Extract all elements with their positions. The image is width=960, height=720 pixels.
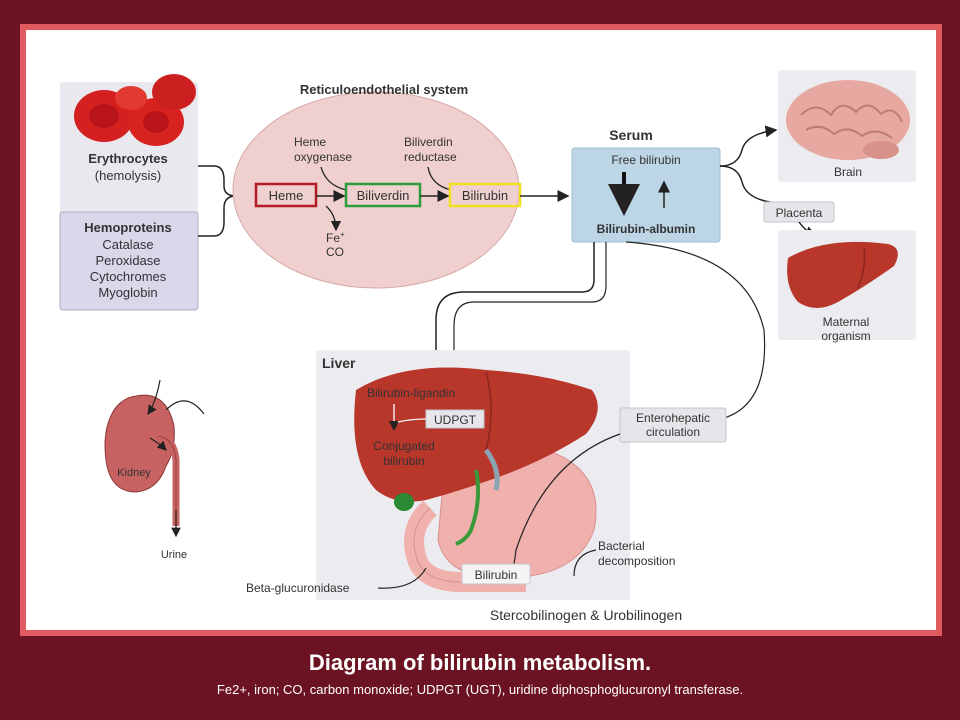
heme-oxygenase-curve [320, 166, 347, 191]
bilirubin-diagram: 9 Erythrocytes (hemolysis) Hemoproteins … [59, 70, 916, 623]
erythrocytes-panel: Erythrocytes (hemolysis) [60, 74, 198, 224]
conjugated-label: bilirubin [383, 454, 424, 468]
bilirubin-albumin-label: Bilirubin-albumin [597, 222, 696, 236]
heme-label: Heme [269, 188, 304, 203]
brain-label: Brain [834, 165, 862, 179]
fe-co-arrow [325, 205, 342, 232]
slide-title: Diagram of bilirubin metabolism. [308, 650, 652, 675]
serum-to-brain-arrow [719, 125, 778, 167]
bacterial-label: Bacterial [598, 539, 645, 553]
bilirubin-ligandin-label: Bilirubin-ligandin [367, 386, 455, 400]
enterohepatic-box [619, 407, 727, 443]
bilirubin-label: Bilirubin [462, 188, 508, 203]
urine-label: Urine [161, 549, 187, 561]
slide-caption: Fe2+, iron; CO, carbon monoxide; UDPGT (… [216, 682, 744, 697]
beta-glucuronidase-connector [377, 567, 427, 589]
serum-to-liver-arrow-2 [449, 242, 607, 380]
co-label: CO [326, 245, 344, 259]
kidney-label: Kidney [117, 467, 151, 479]
maternal-label: Maternal [823, 315, 870, 329]
liver-title: Liver [322, 355, 356, 371]
serum-box [571, 147, 721, 243]
slide-frame: 9 Erythrocytes (hemolysis) Hemoproteins … [20, 24, 942, 636]
res-title: Reticuloendothelial system [300, 82, 468, 97]
hemoprotein-item: Myoglobin [98, 285, 157, 300]
hemoprotein-item: Cytochromes [90, 269, 167, 284]
heme-oxygenase-label: Heme [294, 135, 326, 149]
kidney-icon [104, 394, 180, 526]
kidney-curve [165, 400, 205, 415]
heme-box [254, 182, 318, 208]
erythrocytes-connector [198, 165, 256, 202]
hemoprotein-item: Peroxidase [95, 253, 160, 268]
bacterial-label: decomposition [598, 554, 675, 568]
enterohepatic-loop [625, 241, 766, 421]
enterohepatic-label: Enterohepatic [636, 411, 710, 425]
hemoproteins-connector [198, 195, 237, 237]
biliverdin-reductase-label: reductase [404, 150, 457, 164]
bacterial-connector [573, 549, 597, 577]
slide-canvas: 9 Erythrocytes (hemolysis) Hemoproteins … [26, 30, 936, 630]
biliverdin-label: Biliverdin [357, 188, 410, 203]
free-bilirubin-label: Free bilirubin [611, 153, 680, 167]
hemoproteins-title: Hemoproteins [84, 220, 171, 235]
hemoproteins-panel: Hemoproteins Catalase Peroxidase Cytochr… [59, 211, 199, 311]
conjugated-label: Conjugated [373, 439, 434, 453]
hemoprotein-item: Catalase [102, 237, 153, 252]
gut-bilirubin-box [461, 563, 531, 585]
red-blood-cells-icon [74, 74, 196, 146]
liver-stomach-icon [354, 367, 598, 592]
udpgt-connector [397, 418, 427, 423]
beta-glucuronidase-label: Beta-glucuronidase [246, 581, 350, 595]
erythrocytes-title: Erythrocytes [88, 151, 167, 166]
kidney-input-arrow [147, 379, 161, 415]
bilirubin-box [448, 182, 522, 208]
erythrocytes-subtitle: (hemolysis) [95, 168, 161, 183]
placenta-label: Placenta [776, 206, 823, 220]
sterco-urobilinogen-label: Stercobilinogen & Urobilinogen [490, 607, 682, 623]
serum-to-placenta-line [719, 165, 771, 203]
maternal-liver-icon [787, 241, 898, 308]
serum-to-liver-arrow [430, 242, 595, 380]
gut-bilirubin-label: Bilirubin [475, 568, 518, 582]
serum-title: Serum [609, 127, 653, 143]
biliverdin-box [344, 182, 422, 208]
heme-oxygenase-label: oxygenase [294, 150, 352, 164]
biliverdin-reductase-curve [427, 166, 452, 191]
biliverdin-reductase-label: Biliverdin [404, 135, 453, 149]
udpgt-label: UDPGT [434, 413, 477, 427]
maternal-label: organism [821, 329, 870, 343]
brain-icon [786, 80, 910, 160]
enterohepatic-label: circulation [646, 425, 700, 439]
kidney-inner-arrow [149, 437, 167, 451]
fe-label: Fe+ [326, 230, 345, 245]
